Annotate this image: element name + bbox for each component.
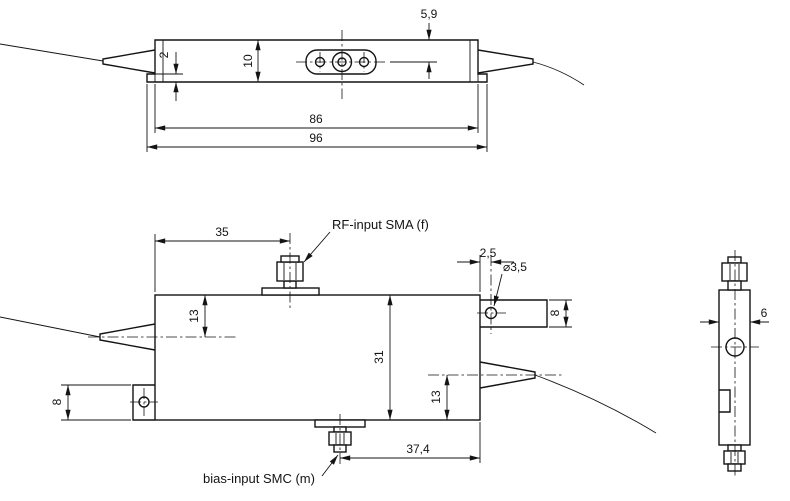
extension-lines bbox=[61, 384, 131, 421]
right-mounting-flange bbox=[480, 299, 548, 328]
connector-nut bbox=[723, 450, 746, 465]
connector-neck bbox=[727, 280, 742, 291]
rf-input-label: RF-input SMA (f) bbox=[332, 217, 429, 232]
hole-centerlines bbox=[319, 52, 365, 72]
extension-lines bbox=[146, 84, 488, 152]
leader-line bbox=[321, 454, 339, 477]
dim-body-height: 31 bbox=[372, 350, 386, 364]
dim-rf-offset: 35 bbox=[215, 225, 229, 239]
top-view: 5,9 2 10 86 96 bbox=[0, 7, 585, 152]
leader-line bbox=[303, 231, 331, 263]
fiber-left bbox=[0, 43, 104, 62]
fiber-cone-left bbox=[102, 49, 156, 74]
dim-overall-length: 96 bbox=[309, 131, 323, 145]
nut-facets bbox=[283, 263, 297, 280]
dim-left-flange-height: 8 bbox=[50, 398, 64, 405]
housing-outline bbox=[718, 289, 751, 446]
rf-sma-connector bbox=[261, 255, 320, 296]
connector-base-plate bbox=[261, 287, 320, 296]
dim-fiber-axis-top: 13 bbox=[187, 309, 201, 323]
connector-tip bbox=[727, 463, 742, 472]
fiber-cone-right bbox=[477, 49, 534, 74]
left-hole-centerlines bbox=[130, 388, 158, 416]
dim-right-flange-height: 8 bbox=[548, 309, 562, 316]
flange-edge bbox=[719, 389, 731, 413]
fiber-right bbox=[532, 61, 585, 86]
bias-input-label: bias-input SMC (m) bbox=[203, 471, 315, 486]
dim-flange-thickness: 2 bbox=[157, 51, 171, 58]
side-view: 35 2,5 ⌀3,5 8 13 31 13 8 37,4 RF-input S bbox=[0, 217, 657, 486]
connector-cap bbox=[727, 256, 742, 264]
dim-hole-offset: 2,5 bbox=[480, 246, 497, 260]
nut-facets bbox=[730, 452, 739, 463]
flange-tab-edges bbox=[154, 74, 479, 82]
dim-connector-offset: 5,9 bbox=[421, 7, 438, 21]
dim-bias-offset: 37,4 bbox=[406, 442, 430, 456]
nut-facets bbox=[335, 433, 345, 444]
fiber-left bbox=[0, 316, 101, 338]
dim-hole-diameter: ⌀3,5 bbox=[503, 260, 527, 274]
extension-lines bbox=[154, 84, 479, 133]
end-view: 6 bbox=[700, 250, 769, 478]
rf-sma-connector-end bbox=[721, 256, 748, 291]
bias-smc-connector-end bbox=[723, 444, 746, 472]
left-mounting-flange bbox=[132, 384, 155, 421]
end-cap-seams bbox=[162, 40, 471, 82]
dim-body-height: 10 bbox=[241, 54, 255, 68]
leader-line bbox=[493, 273, 503, 307]
dim-body-width: 6 bbox=[761, 306, 768, 320]
dim-fiber-axis-bottom: 13 bbox=[429, 390, 443, 404]
nut-facets bbox=[729, 264, 740, 280]
fiber-right bbox=[534, 374, 657, 434]
connector-neck bbox=[727, 444, 742, 452]
dim-body-length: 86 bbox=[309, 112, 323, 126]
connector-nut bbox=[721, 262, 748, 282]
